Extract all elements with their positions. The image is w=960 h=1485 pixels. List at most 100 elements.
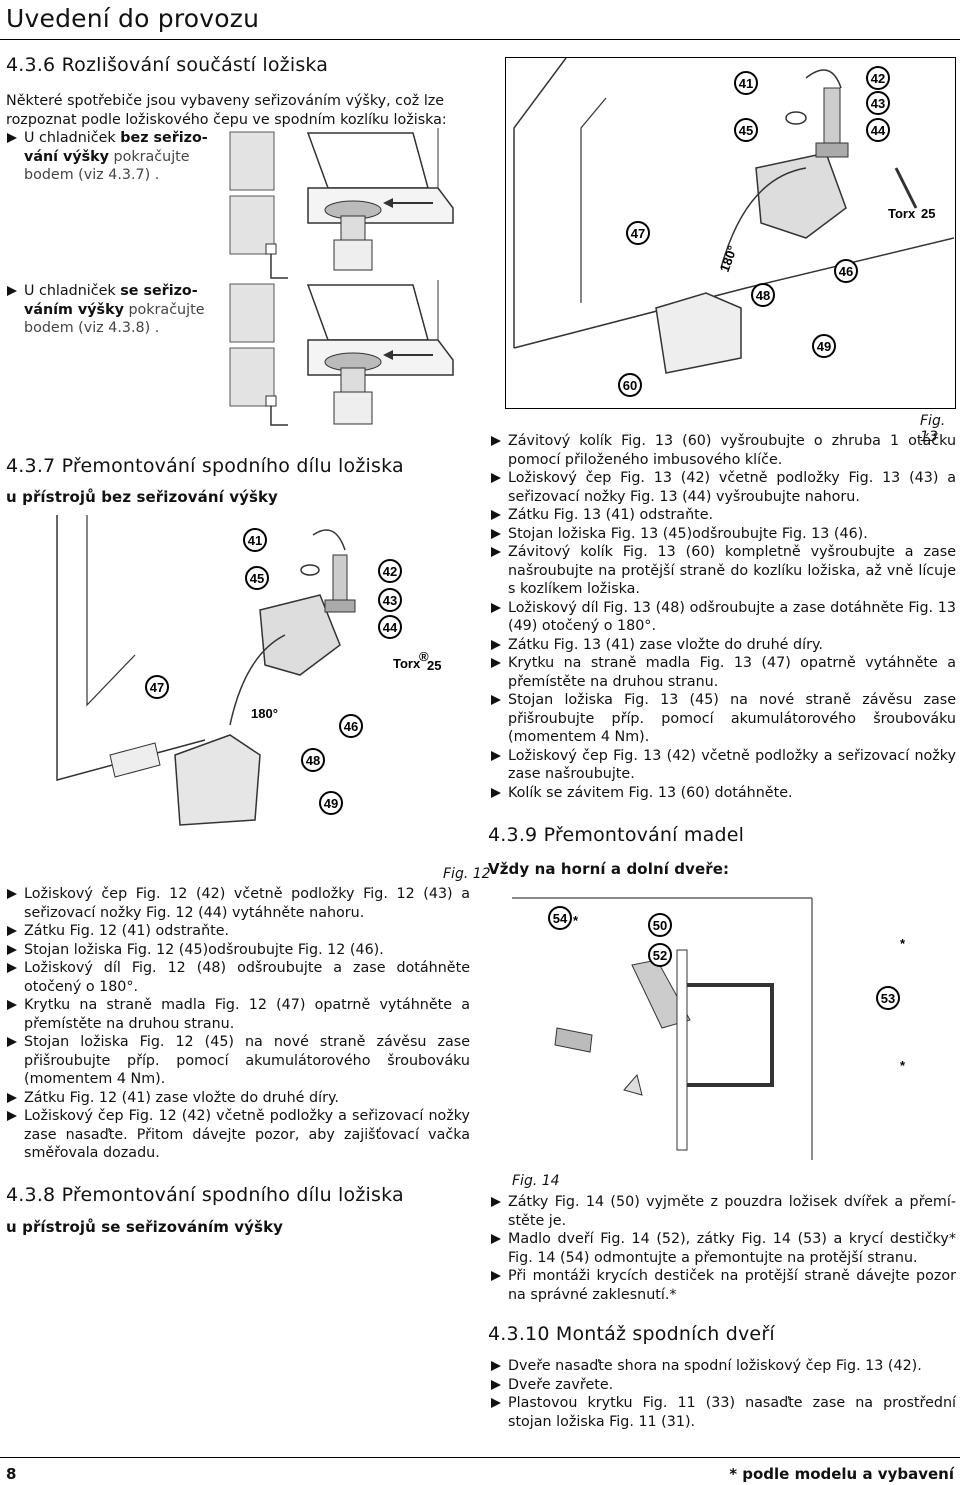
list-item: Ložiskový čep Fig. 12 (42) včetně podlož… xyxy=(6,885,470,922)
label-torx: Torx xyxy=(888,206,916,221)
list-item: Zátku Fig. 12 (41) odstraňte. xyxy=(6,922,470,941)
list-item: Závitový kolík Fig. 13 (60) kompletně vy… xyxy=(490,543,956,599)
list-item: Při montáži krycích destiček na protější… xyxy=(490,1267,956,1304)
bullet-triangle-icon xyxy=(491,1379,501,1390)
list-item: Zátku Fig. 13 (41) odstraňte. xyxy=(490,506,956,525)
bullet-triangle-icon xyxy=(7,133,17,143)
list-item: Zátku Fig. 12 (41) zase vložte do druhé … xyxy=(6,1089,470,1108)
label-star-bottom: * xyxy=(900,1058,906,1073)
bullet-triangle-icon xyxy=(491,1271,501,1281)
figure-12-caption: Fig. 12 xyxy=(443,866,491,882)
list-item: Dveře nasaďte shora na spodní ložiskový … xyxy=(490,1357,956,1376)
bullet-triangle-icon xyxy=(491,528,501,539)
bullet-triangle-icon xyxy=(7,926,17,936)
bullet-triangle-icon xyxy=(491,658,501,668)
label-45: 45 xyxy=(739,123,753,138)
bearing-foot-illustration-1 xyxy=(228,128,468,283)
label-42: 42 xyxy=(383,564,397,579)
label-torx-size: 25 xyxy=(921,206,935,221)
figure-14-caption: Fig. 14 xyxy=(512,1173,560,1189)
bullet-triangle-icon xyxy=(491,1398,501,1408)
label-angle: 180° xyxy=(717,244,740,274)
bullet-triangle-icon xyxy=(491,750,501,761)
heading-4-3-7: 4.3.7 Přemontování spodního dílu ložiska xyxy=(6,455,404,477)
list-item: Madlo dveří Fig. 14 (52), zátky Fig. 14 … xyxy=(490,1230,956,1267)
list-item: Zátky Fig. 14 (50) vyjměte z pouzdra lož… xyxy=(490,1193,956,1230)
label-48: 48 xyxy=(756,288,770,303)
label-star-top: * xyxy=(900,936,906,951)
bullet-triangle-icon xyxy=(7,963,17,973)
label-53: 53 xyxy=(881,991,895,1006)
bullet-triangle-icon xyxy=(491,1234,501,1244)
steps-4-3-7: Ložiskový čep Fig. 12 (42) včetně podlož… xyxy=(6,885,470,1163)
list-item: Krytku na straně madla Fig. 12 (47) opat… xyxy=(6,996,470,1033)
label-47: 47 xyxy=(150,680,164,695)
bullet-triangle-icon xyxy=(491,547,501,557)
heading-4-3-6: 4.3.6 Rozlišování součástí ložiska xyxy=(6,54,329,76)
figure-12: 41 45 42 43 44 47 46 48 49 180° Torx ® 2… xyxy=(55,515,470,835)
bullet-triangle-icon xyxy=(491,602,501,613)
list-item: Zátku Fig. 13 (41) zase vložte do druhé … xyxy=(490,636,956,655)
subheading-4-3-8: u přístrojů se seřizováním výšky xyxy=(6,1218,284,1236)
label-star-54: * xyxy=(573,913,579,928)
list-item: Kolík se závitem Fig. 13 (60) dotáhněte. xyxy=(490,784,956,803)
bullet-triangle-icon xyxy=(491,1361,501,1371)
bullet-triangle-icon xyxy=(7,944,17,955)
list-item: Ložiskový čep Fig. 12 (42) včetně podlož… xyxy=(6,1107,470,1163)
list-item: Dveře zavřete. xyxy=(490,1376,956,1395)
label-43: 43 xyxy=(871,96,885,111)
list-item: Krytku na straně madla Fig. 13 (47) opat… xyxy=(490,654,956,691)
list-item: Stojan ložiska Fig. 13 (45)odšroubujte F… xyxy=(490,525,956,544)
list-item: Závitový kolík Fig. 13 (60) vyšroubujte … xyxy=(490,432,956,469)
label-47: 47 xyxy=(631,226,645,241)
list-item: Ložiskový čep Fig. 13 (42) včetně podlož… xyxy=(490,469,956,506)
label-54: 54 xyxy=(553,911,568,926)
label-torx-size: 25 xyxy=(427,658,441,673)
figure-14: 54 * 50 52 53 * * xyxy=(512,890,932,1170)
label-52: 52 xyxy=(653,948,667,963)
label-46: 46 xyxy=(344,719,358,734)
steps-4-3-10: Dveře nasaďte shora na spodní ložiskový … xyxy=(490,1357,956,1431)
bullet-triangle-icon xyxy=(7,1092,17,1103)
label-45: 45 xyxy=(250,571,264,586)
list-item: Plastovou krytku Fig. 11 (33) nasaďte za… xyxy=(490,1394,956,1431)
heading-4-3-9: 4.3.9 Přemontování madel xyxy=(488,824,745,846)
page-header: Uvedení do provozu xyxy=(0,0,960,40)
label-49: 49 xyxy=(817,339,831,354)
list-item: Ložiskový díl Fig. 12 (48) odšroubujte a… xyxy=(6,959,470,996)
steps-4-3-9: Zátky Fig. 14 (50) vyjměte z pouzdra lož… xyxy=(490,1193,956,1304)
label-50: 50 xyxy=(653,918,667,933)
steps-4-3-8: Závitový kolík Fig. 13 (60) vyšroubujte … xyxy=(490,432,956,802)
heading-4-3-10: 4.3.10 Montáž spodních dveří xyxy=(488,1323,775,1345)
bullet-triangle-icon xyxy=(491,436,501,446)
label-torx: Torx xyxy=(393,656,421,671)
bullet-triangle-icon xyxy=(7,286,17,296)
bearing-foot-illustration-2 xyxy=(228,280,468,430)
label-49: 49 xyxy=(324,796,338,811)
bullet-triangle-icon xyxy=(491,510,501,520)
label-41: 41 xyxy=(739,76,753,91)
label-angle: 180° xyxy=(251,706,278,721)
bullet-triangle-icon xyxy=(491,1197,501,1207)
footer-divider xyxy=(0,1457,960,1458)
bullet-triangle-icon xyxy=(491,787,501,798)
bullet-triangle-icon xyxy=(7,1037,17,1047)
label-43: 43 xyxy=(383,593,397,608)
bullet-triangle-icon xyxy=(491,695,501,705)
bullet-triangle-icon xyxy=(7,889,17,899)
label-48: 48 xyxy=(306,753,320,768)
intro-text: Některé spotřebiče jsou vybaveny seřizov… xyxy=(6,93,447,128)
list-item: Ložiskový čep Fig. 13 (42) včetně podlož… xyxy=(490,747,956,784)
subheading-4-3-9: Vždy na horní a dolní dveře: xyxy=(488,860,730,878)
list-item: Ložiskový díl Fig. 13 (48) odšroubujte a… xyxy=(490,599,956,636)
label-44: 44 xyxy=(383,620,398,635)
label-44: 44 xyxy=(871,123,886,138)
bullet-triangle-icon xyxy=(7,1000,17,1010)
heading-4-3-8: 4.3.8 Přemontování spodního dílu ložiska xyxy=(6,1184,404,1206)
figure-13-caption: Fig. 13 xyxy=(920,413,946,445)
list-item: Stojan ložiska Fig. 12 (45) na nové stra… xyxy=(6,1033,470,1089)
bullet-triangle-icon xyxy=(7,1111,17,1121)
subheading-4-3-7: u přístrojů bez seřizování výšky xyxy=(6,488,278,506)
list-item-without-height-adjust: U chladniček bez seřizo-vání výšky pokra… xyxy=(6,129,226,185)
figure-13: 41 45 42 43 44 47 46 48 49 60 180° Torx … xyxy=(505,57,956,409)
